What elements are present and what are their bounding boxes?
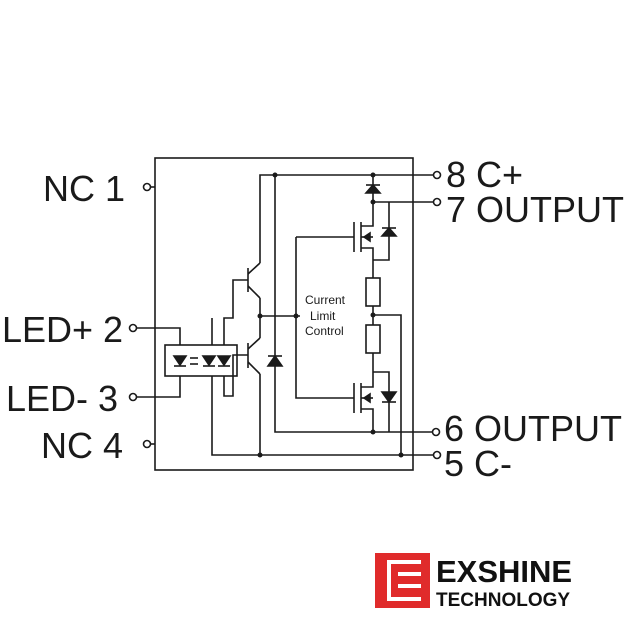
pin-8-terminal (432, 170, 442, 180)
mosfet-upper-arrow (362, 231, 371, 243)
pin-7-label: 7 OUTPUT (446, 189, 624, 230)
pin-8-label: 8 C+ (446, 154, 523, 195)
pin-3-terminal (128, 392, 138, 402)
pin-1-label: NC 1 (43, 168, 125, 209)
logo-name: EXSHINE (436, 554, 572, 589)
protection-diode-icon (266, 354, 284, 367)
upper-body-diode-icon (380, 226, 398, 237)
logo-subtitle: TECHNOLOGY (436, 590, 570, 611)
pin-2-label: LED+ 2 (2, 309, 123, 350)
mosfet-lower-arrow (362, 392, 371, 404)
led-anode-lead (137, 327, 181, 345)
sense-resistor-lower (365, 324, 381, 354)
pin-1-terminal (142, 182, 152, 192)
pin-2-terminal (128, 323, 138, 333)
pin-4-terminal (142, 439, 152, 449)
pin-5-terminal (432, 450, 442, 460)
pin-6-terminal (431, 427, 441, 437)
pin-6-label: 6 OUTPUT (444, 408, 622, 449)
pin-4-label: NC 4 (41, 425, 123, 466)
control-label-line3: Control (305, 324, 344, 338)
sense-resistor-upper (365, 277, 381, 307)
pin-7-terminal (432, 197, 442, 207)
cplus-diode-icon (364, 183, 382, 194)
optocoupler (164, 344, 238, 377)
pin-3-label: LED- 3 (6, 378, 118, 419)
led-cathode-lead (137, 376, 181, 398)
control-label-line2: Limit (310, 309, 336, 323)
photodiode-icon (201, 355, 217, 367)
lower-body-diode-icon (380, 391, 398, 404)
photodiode-icon-2 (216, 355, 232, 367)
company-logo: EXSHINE TECHNOLOGY (375, 553, 572, 611)
control-label-line1: Current (305, 293, 346, 307)
package-outline (154, 157, 414, 471)
pin-5-label: 5 C- (444, 443, 512, 484)
led-icon (172, 355, 188, 367)
